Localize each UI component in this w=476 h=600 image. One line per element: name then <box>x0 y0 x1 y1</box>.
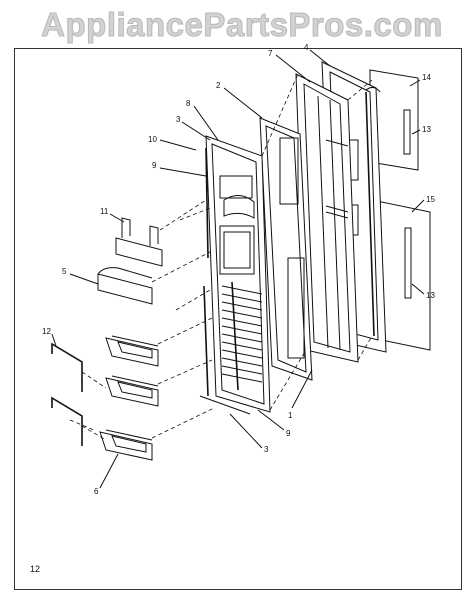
page-number: 12 <box>30 564 40 574</box>
callout-11: 11 <box>100 207 109 216</box>
callout-5: 5 <box>62 267 67 276</box>
side-strips-3 <box>199 147 251 415</box>
diagram-border <box>14 48 462 590</box>
inner-door-liner <box>205 135 271 413</box>
callout-15: 15 <box>426 195 435 204</box>
callout-7: 7 <box>268 49 273 58</box>
callout-8: 8 <box>186 99 191 108</box>
wire-retainer-12 <box>51 342 107 446</box>
callout-4: 4 <box>304 43 309 52</box>
callout-9-bottom: 9 <box>286 429 291 438</box>
callout-10: 10 <box>148 135 157 144</box>
callout-6: 6 <box>94 487 99 496</box>
liner-slats <box>221 285 263 383</box>
callout-9-top: 9 <box>152 161 157 170</box>
callout-3-top: 3 <box>176 115 181 124</box>
callout-13-bottom: 13 <box>426 291 435 300</box>
watermark: AppliancePartsPros.com <box>41 6 443 44</box>
bucket-middle <box>105 359 213 407</box>
callout-13-top: 13 <box>422 125 431 134</box>
callout-3-bottom: 3 <box>264 445 269 454</box>
bucket-upper <box>105 317 213 367</box>
bin-5 <box>97 251 211 305</box>
callouts: 7 4 2 8 3 10 9 11 5 12 6 1 9 3 14 13 15 … <box>42 43 435 496</box>
callout-1: 1 <box>288 411 293 420</box>
bucket-lower-6 <box>99 407 215 461</box>
bin-11 <box>115 199 207 267</box>
gasket-frame-2 <box>259 117 313 381</box>
leader-lines <box>51 49 425 489</box>
callout-14: 14 <box>422 73 431 82</box>
callout-12: 12 <box>42 327 51 336</box>
callout-2: 2 <box>216 81 221 90</box>
